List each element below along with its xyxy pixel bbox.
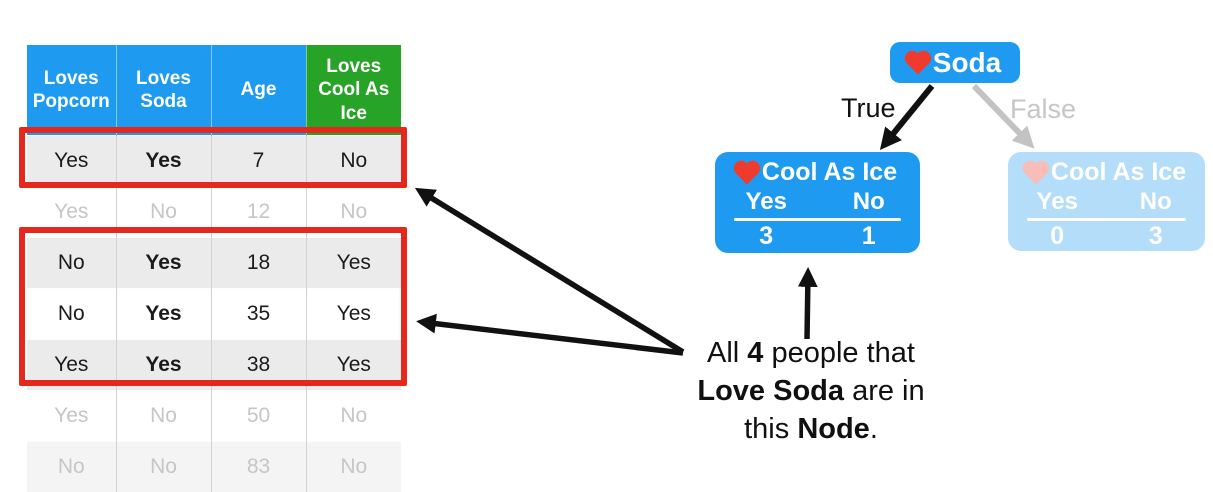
node-yes-count: 0: [1008, 222, 1107, 251]
annotation-segment: people that: [763, 337, 915, 369]
tree-node-soda: Soda: [890, 42, 1020, 83]
node-no-label: No: [1107, 188, 1206, 216]
table-cell: 50: [211, 391, 306, 442]
branch-label-false: False: [1010, 94, 1076, 125]
table-row: No Yes 18 Yes: [27, 238, 401, 289]
table-cell: 12: [211, 187, 306, 238]
table-cell: No: [27, 442, 116, 492]
table-cell: Yes: [27, 136, 116, 187]
table-cell: 7: [211, 136, 306, 187]
node-yes-label: Yes: [715, 188, 818, 216]
node-divider: [1027, 218, 1187, 221]
annotation-bold: Node: [797, 413, 870, 445]
table-cell: Yes: [27, 391, 116, 442]
table-cell: Yes: [116, 289, 211, 340]
table-row: Yes No 50 No: [27, 391, 401, 442]
tree-node-cool-as-ice-false: Cool As Ice Yes No 0 3: [1008, 152, 1205, 251]
data-table: Loves Popcorn Loves Soda Age Loves Cool …: [27, 45, 401, 492]
table-cell: No: [306, 391, 401, 442]
table-cell: No: [306, 442, 401, 492]
table-row: Yes Yes 38 Yes: [27, 340, 401, 391]
table-cell: No: [116, 442, 211, 492]
node-no-count: 3: [1107, 222, 1206, 251]
node-yes-count: 3: [715, 222, 818, 251]
table-cell: No: [116, 187, 211, 238]
tree-node-cool-as-ice-true: Cool As Ice Yes No 3 1: [715, 152, 920, 253]
annotation-segment: .: [870, 413, 878, 445]
column-header-loves-popcorn: Loves Popcorn: [27, 45, 116, 136]
table-cell: Yes: [306, 238, 401, 289]
heart-icon: [736, 164, 757, 185]
table-cell: No: [27, 289, 116, 340]
table-row: Yes No 12 No: [27, 187, 401, 238]
node-no-count: 1: [818, 222, 921, 251]
table-cell: 18: [211, 238, 306, 289]
table-header-row: Loves Popcorn Loves Soda Age Loves Cool …: [27, 45, 401, 136]
annotation-segment: this: [744, 413, 797, 445]
column-header-loves-cool-as-ice: Loves Cool As Ice: [306, 45, 401, 136]
arrow-text-to-rows-3-5: [422, 322, 683, 353]
column-header-loves-soda: Loves Soda: [116, 45, 211, 136]
table-cell: 83: [211, 442, 306, 492]
annotation-segment: All: [707, 337, 747, 369]
arrow-text-to-row1: [420, 191, 683, 352]
table-cell: No: [306, 136, 401, 187]
annotation-bold: 4: [747, 337, 763, 369]
table-cell: Yes: [116, 238, 211, 289]
column-header-age: Age: [211, 45, 306, 136]
annotation-segment: are in: [844, 375, 925, 407]
heart-icon: [1025, 164, 1046, 185]
node-no-label: No: [818, 188, 921, 216]
table-cell: Yes: [27, 187, 116, 238]
table-cell: No: [306, 187, 401, 238]
table-row: No No 83 No: [27, 442, 401, 492]
node-yes-label: Yes: [1008, 188, 1107, 216]
table-cell: No: [27, 238, 116, 289]
arrow-text-to-node: [807, 273, 808, 339]
table-cell: Yes: [306, 289, 401, 340]
table-cell: 38: [211, 340, 306, 391]
table-row: Yes Yes 7 No: [27, 136, 401, 187]
annotation-bold: Love Soda: [697, 375, 844, 407]
branch-label-true: True: [841, 93, 896, 124]
node-divider: [734, 218, 900, 221]
table-cell: Yes: [306, 340, 401, 391]
annotation-text: All 4 people that Love Soda are in this …: [652, 334, 970, 448]
node-title-label: Cool As Ice: [1051, 159, 1186, 187]
table-cell: Yes: [116, 340, 211, 391]
node-title-label: Cool As Ice: [762, 159, 897, 187]
table-row: No Yes 35 Yes: [27, 289, 401, 340]
table-cell: Yes: [116, 136, 211, 187]
heart-icon: [907, 53, 928, 74]
table-cell: Yes: [27, 340, 116, 391]
tree-node-soda-label: Soda: [933, 47, 1001, 79]
table-cell: 35: [211, 289, 306, 340]
table-cell: No: [116, 391, 211, 442]
